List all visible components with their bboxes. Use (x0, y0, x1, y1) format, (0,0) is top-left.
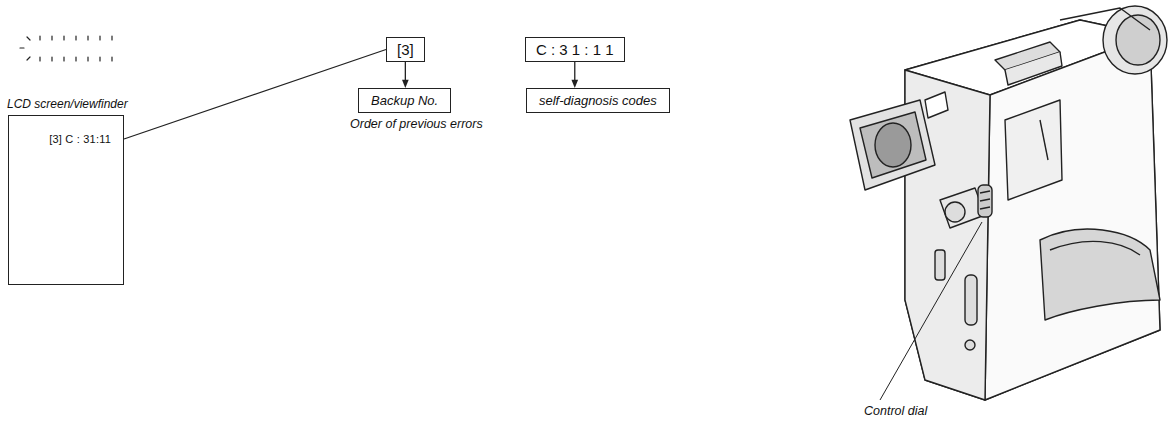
arrow (571, 62, 578, 88)
arrow (402, 62, 409, 88)
note-text: Order of previous errors (350, 117, 483, 131)
node-text: [3] (397, 41, 414, 58)
node-text: [3] C : 31:11 (49, 133, 111, 145)
part-label: Control dial (864, 404, 927, 418)
control-dial (978, 185, 992, 217)
code-label-box: self-diagnosis codes (526, 88, 670, 113)
node-text: C : 3 1 : 1 1 (536, 41, 614, 58)
screen-heading: LCD screen/viewfinder (7, 97, 128, 111)
leader-line (880, 222, 982, 400)
lcd-screen: LCD screen/viewfinder[3] C : 31:11 (8, 115, 124, 285)
node-text: self-diagnosis codes (539, 93, 657, 108)
node-text: Backup No. (371, 93, 438, 108)
backup-label-box: Backup No. (358, 88, 451, 113)
backup-box: [3] (386, 37, 425, 62)
flash-marks (20, 36, 124, 61)
code-box: C : 3 1 : 1 1 (525, 37, 625, 62)
camcorder (850, 6, 1167, 400)
connector-line (124, 50, 386, 140)
